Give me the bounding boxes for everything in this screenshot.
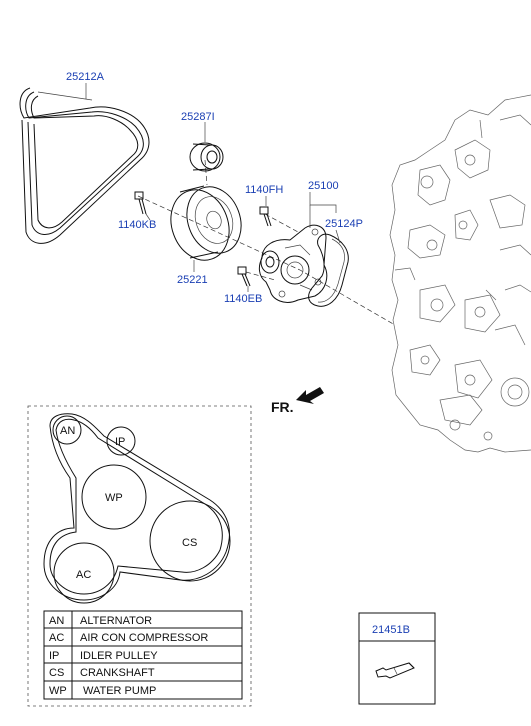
- node-idler-pulley: [106, 426, 136, 456]
- assembly-lines: [137, 159, 396, 326]
- node-label-ip: IP: [115, 436, 125, 448]
- node-label-cs: CS: [182, 537, 197, 549]
- drive-belt: [19, 87, 150, 244]
- bolt-fh: [259, 206, 272, 227]
- legend-name: WATER PUMP: [83, 685, 156, 697]
- label-water-pump: 25100: [308, 180, 339, 192]
- label-accessory: 21451B: [372, 624, 410, 636]
- legend-code: CS: [49, 667, 64, 679]
- gasket: [308, 233, 349, 307]
- node-water-pump: [81, 464, 147, 530]
- legend-code: AN: [49, 615, 64, 627]
- legend-table: AN ALTERNATOR AC AIR CON COMPRESSOR IP I…: [43, 610, 243, 700]
- label-bolt-kb: 1140KB: [118, 219, 156, 231]
- belt-routing-frame: [27, 405, 252, 707]
- accessory-box: 21451B: [358, 612, 436, 705]
- water-pump-pulley: [170, 185, 242, 261]
- front-label: FR.: [271, 399, 294, 415]
- label-belt: 25212A: [66, 71, 105, 83]
- front-direction-marker: FR.: [271, 387, 324, 415]
- node-crankshaft: [149, 500, 231, 582]
- sealant-tube-icon: [375, 662, 415, 679]
- engine-block: [389, 94, 531, 453]
- legend-name: CRANKSHAFT: [80, 667, 155, 679]
- front-arrow-icon: [296, 387, 324, 404]
- node-label-wp: WP: [105, 492, 123, 504]
- bolt-kb: [134, 191, 147, 215]
- legend-code: IP: [49, 650, 59, 662]
- water-pump: [258, 224, 328, 303]
- label-gasket: 25124P: [325, 218, 363, 230]
- label-bolt-fh: 1140FH: [245, 184, 283, 196]
- label-bolt-eb: 1140EB: [224, 293, 262, 305]
- legend-code: WP: [49, 685, 67, 697]
- legend-code: AC: [49, 632, 64, 644]
- node-label-an: AN: [60, 425, 75, 437]
- node-alternator: [52, 415, 82, 445]
- legend-name: ALTERNATOR: [80, 615, 152, 627]
- bolt-eb: [237, 266, 251, 287]
- node-label-ac: AC: [76, 569, 91, 581]
- label-idler-pulley: 25287I: [181, 111, 215, 123]
- label-pulley: 25221: [177, 274, 208, 286]
- idler-pulley: [189, 142, 224, 172]
- legend-name: IDLER PULLEY: [80, 650, 158, 662]
- legend-name: AIR CON COMPRESSOR: [80, 632, 208, 644]
- belt-routing-diagram: AN IP WP CS AC: [43, 413, 231, 604]
- node-air-con-compressor: [53, 542, 115, 604]
